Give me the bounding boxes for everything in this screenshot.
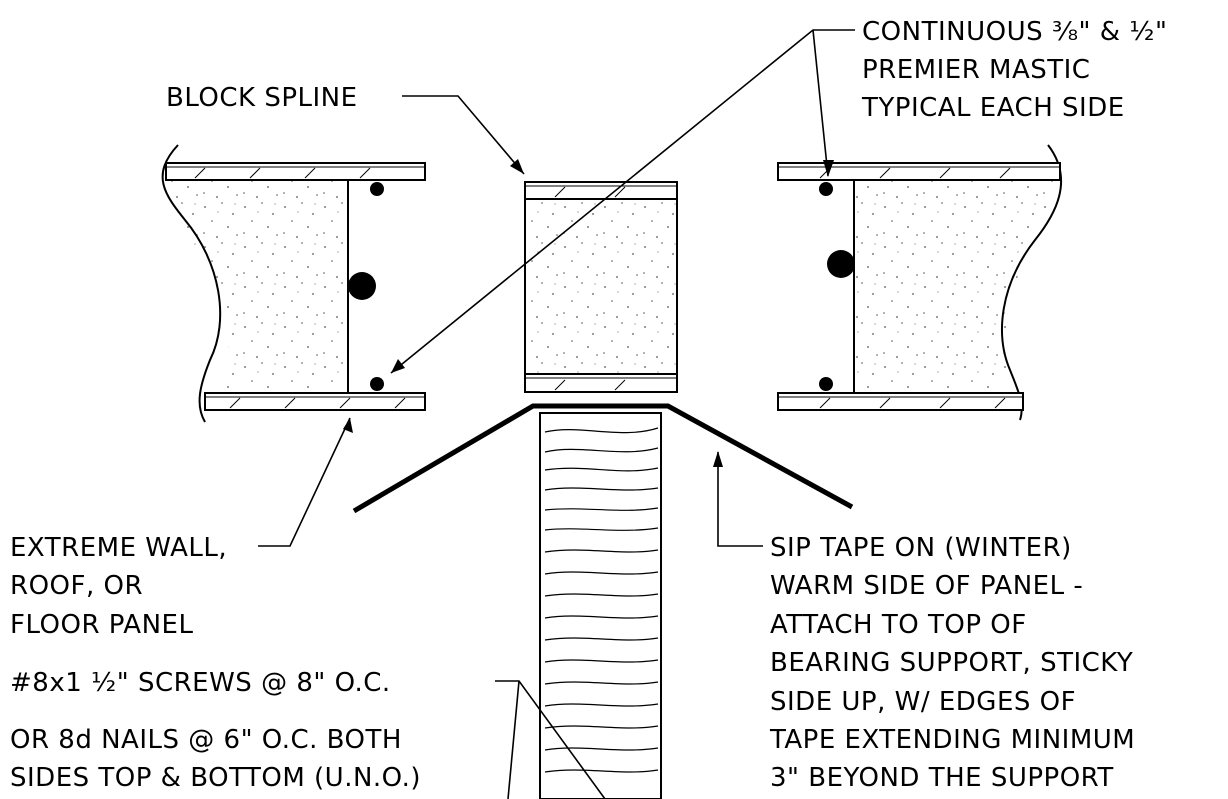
block-spline-label: BLOCK SPLINE	[166, 83, 358, 113]
panel-note-line-1: EXTREME WALL,	[10, 533, 227, 563]
tape-note-line-6: TAPE EXTENDING MINIMUM	[769, 725, 1135, 755]
leaders	[258, 29, 855, 799]
tape-note-line-2: WARM SIDE OF PANEL -	[770, 571, 1083, 601]
block-spline	[524, 181, 678, 393]
left-break-line	[161, 144, 222, 423]
left-mastic-bead-large	[348, 272, 376, 300]
left-foam-core	[160, 180, 348, 393]
left-mastic-bead-top	[370, 182, 384, 196]
left-top-skin	[165, 162, 426, 181]
panel-leader	[258, 417, 351, 547]
arrowheads	[343, 159, 834, 467]
tape-note-line-3: ATTACH TO TOP OF	[770, 610, 1027, 640]
screws-note-line-2: OR 8d NAILS @ 6" O.C. BOTH	[10, 725, 402, 755]
screws-note: #8x1 ½" SCREWS @ 8" O.C. OR 8d NAILS @ 6…	[10, 668, 421, 793]
block-spline-leader	[402, 95, 525, 175]
tape-leader	[717, 452, 763, 547]
left-panel	[160, 144, 426, 423]
right-mastic-bead-top	[819, 182, 833, 196]
screws-note-line-1: #8x1 ½" SCREWS @ 8" O.C.	[10, 668, 391, 698]
wood-grain	[544, 427, 659, 773]
tape-note-line-7: 3" BEYOND THE SUPPORT	[770, 763, 1114, 793]
left-mastic-bead-bottom	[370, 377, 384, 391]
right-mastic-bead-bottom	[819, 377, 833, 391]
mastic-note-line-3: TYPICAL EACH SIDE	[861, 93, 1125, 123]
right-mastic-bead-large	[827, 250, 855, 278]
right-bottom-skin	[777, 392, 1024, 411]
right-foam-core	[854, 180, 1060, 393]
screws-note-line-3: SIDES TOP & BOTTOM (U.N.O.)	[10, 763, 421, 793]
left-bottom-skin	[204, 392, 426, 411]
mastic-note: CONTINUOUS ³⁄₈" & ½" PREMIER MASTIC TYPI…	[861, 17, 1167, 123]
tape-note-line-4: BEARING SUPPORT, STICKY	[770, 648, 1133, 678]
tape-note: SIP TAPE ON (WINTER) WARM SIDE OF PANEL …	[769, 533, 1135, 793]
tape-note-line-1: SIP TAPE ON (WINTER)	[770, 533, 1072, 563]
tape-note-line-5: SIDE UP, W/ EDGES OF	[770, 687, 1076, 717]
right-panel	[777, 144, 1063, 421]
sip-tape	[352, 403, 854, 514]
panel-note: EXTREME WALL, ROOF, OR FLOOR PANEL	[10, 533, 227, 640]
panel-note-line-2: ROOF, OR	[10, 571, 143, 601]
mastic-note-line-2: PREMIER MASTIC	[862, 55, 1090, 85]
panel-note-line-3: FLOOR PANEL	[10, 610, 193, 640]
bearing-support	[539, 412, 662, 799]
mastic-note-line-1: CONTINUOUS ³⁄₈" & ½"	[862, 17, 1167, 47]
right-break-line	[1001, 144, 1063, 421]
right-top-skin	[777, 162, 1061, 181]
